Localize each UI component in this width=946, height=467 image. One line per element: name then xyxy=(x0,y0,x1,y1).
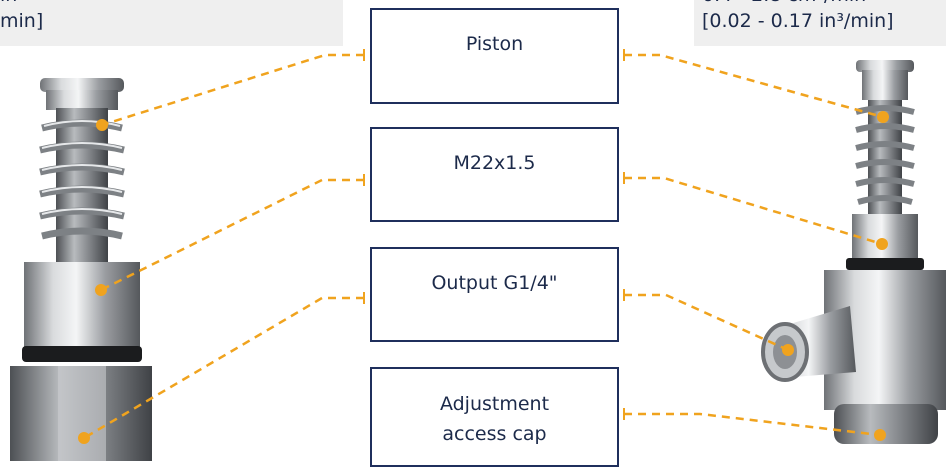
label-box-thread: M22x1.5 xyxy=(370,127,619,222)
marker-left-piston xyxy=(96,119,108,131)
leader-endpoints xyxy=(78,111,889,444)
leader-right-thread xyxy=(624,176,883,246)
leader-right-piston xyxy=(624,53,884,119)
spec-right-line1: 0.4 - 2.8 cm³/min xyxy=(702,0,866,8)
marker-left-thread xyxy=(95,284,107,296)
marker-right-output xyxy=(782,344,794,356)
leader-lines xyxy=(83,53,884,440)
label-adjustment-line1: Adjustment xyxy=(439,393,550,415)
label-piston: Piston xyxy=(465,33,524,55)
leader-left-piston xyxy=(101,53,364,127)
spec-right-line2: [0.02 - 0.17 in³/min] xyxy=(702,10,894,32)
spec-left-line1: in xyxy=(0,0,17,8)
leader-left-output xyxy=(83,296,364,440)
right-pump-element-image xyxy=(761,60,946,444)
label-box-piston: Piston xyxy=(370,8,619,104)
marker-right-thread xyxy=(876,238,888,250)
label-box-adjustment: Adjustment access cap xyxy=(370,367,619,467)
marker-left-output xyxy=(78,432,90,444)
label-adjustment-line2: access cap xyxy=(442,423,547,445)
spec-panel-right: 0.4 - 2.8 cm³/min [0.02 - 0.17 in³/min] xyxy=(694,0,946,46)
spec-panel-left: in min] xyxy=(0,0,343,46)
label-output: Output G1/4" xyxy=(431,272,558,294)
leader-right-output xyxy=(624,293,789,352)
marker-right-piston xyxy=(877,111,889,123)
marker-right-adjust xyxy=(874,429,886,441)
spec-left-line2: min] xyxy=(0,10,44,32)
label-box-output: Output G1/4" xyxy=(370,247,619,342)
leader-right-adjust xyxy=(624,412,881,437)
label-thread: M22x1.5 xyxy=(453,152,536,174)
leader-ticks xyxy=(363,49,625,420)
leader-left-thread xyxy=(100,178,364,292)
left-pump-element-image xyxy=(10,78,152,461)
